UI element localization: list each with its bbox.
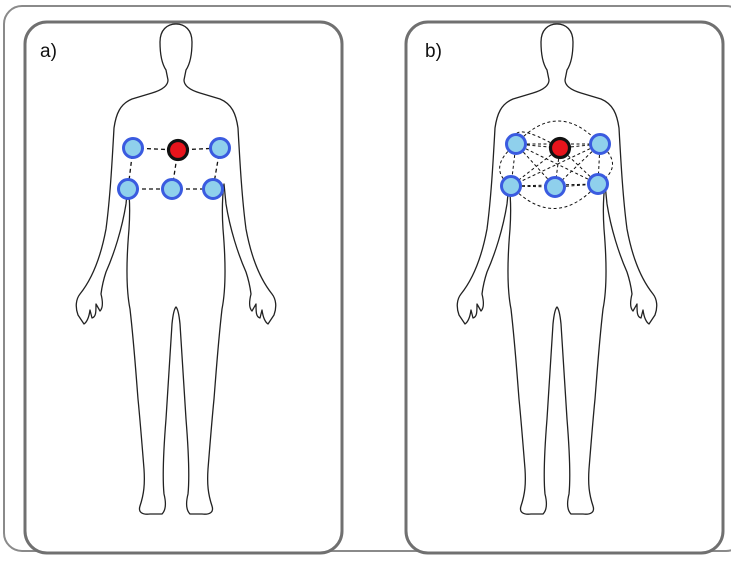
- sensor-node: [507, 135, 526, 154]
- panel-b-frame: [406, 22, 723, 553]
- sensor-node: [124, 139, 143, 158]
- panel-a-label: a): [40, 41, 57, 62]
- sensor-node: [119, 180, 138, 199]
- hub-node: [551, 139, 570, 158]
- panel-a: a): [25, 22, 342, 553]
- sensor-node: [589, 175, 608, 194]
- sensor-node: [163, 180, 182, 199]
- sensor-node: [546, 178, 565, 197]
- sensor-node: [502, 177, 521, 196]
- panel-b-label: b): [425, 41, 442, 62]
- sensor-node: [591, 135, 610, 154]
- panel-b: b): [406, 22, 723, 553]
- sensor-node: [204, 180, 223, 199]
- panel-a-frame: [25, 22, 342, 553]
- sensor-node: [211, 139, 230, 158]
- hub-node: [169, 141, 188, 160]
